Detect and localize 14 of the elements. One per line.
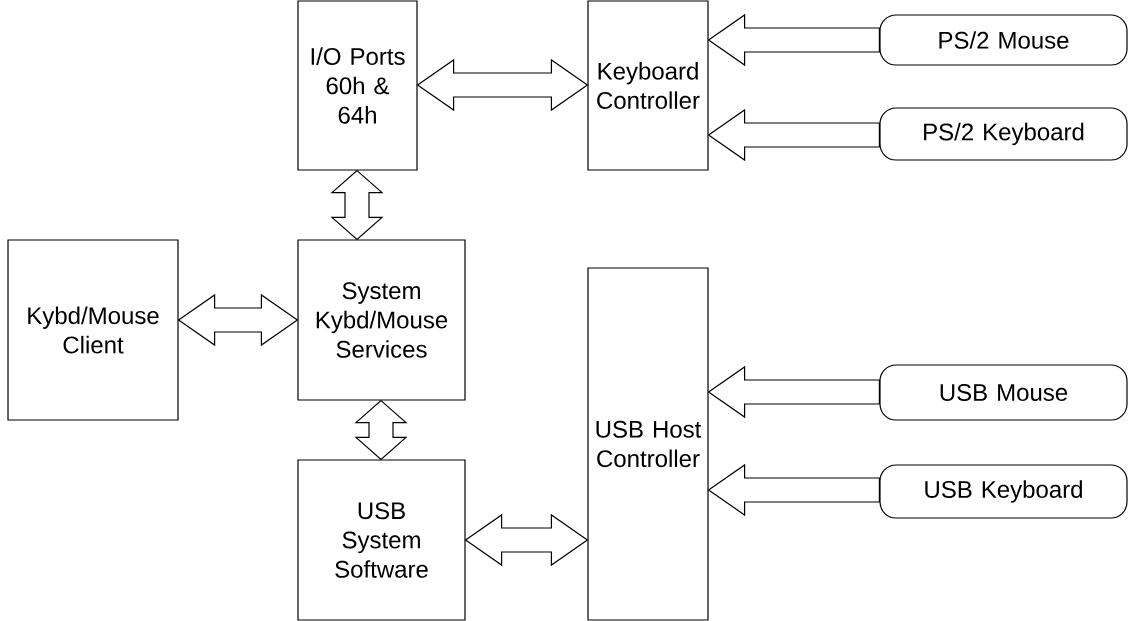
block-arrow <box>707 463 880 517</box>
block-box: System Kybd/Mouse Services <box>297 239 466 401</box>
block-box: Kybd/Mouse Client <box>7 239 179 421</box>
device-box: PS/2 Keyboard <box>879 107 1128 161</box>
block-arrow <box>707 108 880 162</box>
block-arrow <box>707 13 880 67</box>
device-box: USB Mouse <box>879 364 1128 421</box>
block-box: USB System Software <box>297 459 466 621</box>
block-box: USB Host Controller <box>587 267 709 621</box>
block-box: Keyboard Controller <box>587 0 709 171</box>
device-box: USB Keyboard <box>879 464 1128 519</box>
block-arrow <box>707 365 880 419</box>
block-box: I/O Ports 60h & 64h <box>297 0 418 171</box>
device-box: PS/2 Mouse <box>879 14 1128 66</box>
